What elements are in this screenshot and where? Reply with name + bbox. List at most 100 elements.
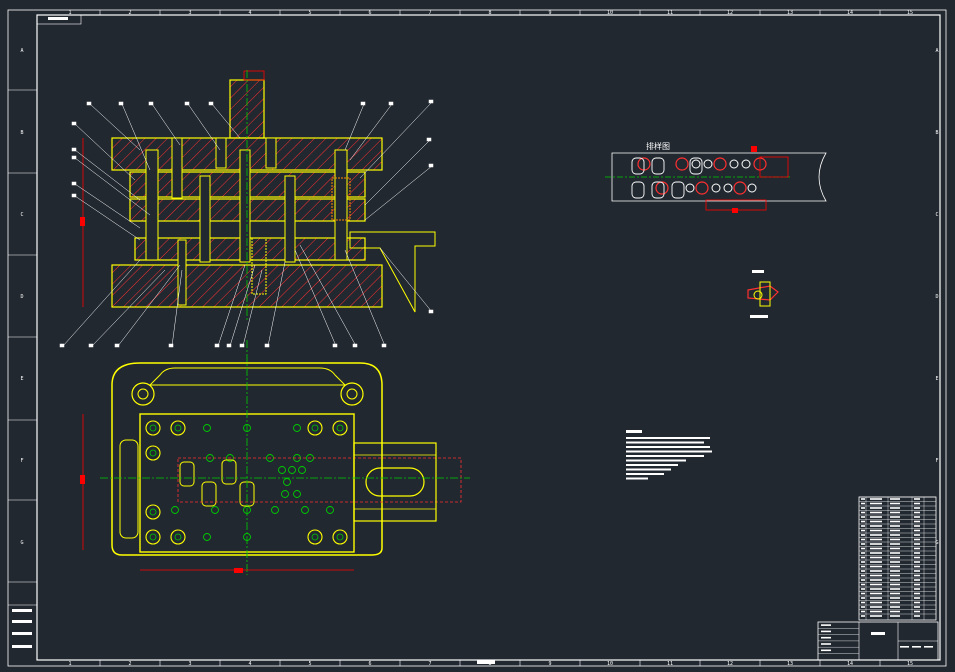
parts-list-cell (870, 570, 882, 572)
strip-pilot-hole (675, 157, 689, 171)
parts-list-cell (890, 525, 900, 527)
parts-list-cell (914, 579, 920, 581)
spring-center (251, 237, 267, 295)
plan-hole (332, 529, 348, 545)
plan-small-hole (298, 466, 306, 474)
strip-blank (631, 181, 645, 199)
plan-small-hole (288, 466, 296, 474)
guide-pillar-right (334, 149, 348, 261)
parts-list-cell (914, 615, 920, 617)
parts-list-cell (870, 534, 882, 536)
strip-pilot-hole (695, 181, 709, 195)
border-number: 7 (428, 661, 431, 667)
sheet-stamp (477, 660, 495, 664)
border-letter: G (935, 540, 938, 546)
plan-holes (145, 420, 348, 545)
strip-hole (691, 159, 701, 169)
plan-hole-center (149, 424, 157, 432)
border-letter: B (935, 130, 938, 136)
leader-tag (88, 343, 94, 348)
parts-list-cell (861, 507, 865, 509)
parts-list-cell (861, 547, 865, 550)
notes-line (626, 459, 686, 462)
parts-list-cell (890, 529, 900, 532)
border-letter: F (935, 458, 938, 464)
parts-list-cell (914, 507, 920, 509)
strip-layout-view[interactable]: 排样图 (605, 141, 827, 213)
parts-list-cell (890, 534, 900, 536)
leader-tag (71, 155, 77, 160)
parts-list-cell (890, 502, 900, 505)
parts-list-cell (861, 525, 865, 527)
plan-hole-center (174, 424, 182, 432)
plan-hole (170, 529, 186, 545)
leader-line (344, 249, 386, 347)
parts-list-cell (861, 556, 865, 559)
plan-hole-center (311, 424, 319, 432)
title-block[interactable] (817, 621, 939, 661)
notes-line (626, 441, 704, 444)
parts-list-cell (890, 561, 900, 563)
parts-list-cell (861, 601, 865, 604)
cavity-1 (179, 461, 195, 487)
parts-list-cell (914, 534, 920, 536)
parts-list-cell (870, 498, 882, 500)
border-number: 14 (847, 10, 853, 16)
parts-list-cell (870, 583, 882, 586)
leader-tag (59, 343, 65, 348)
parts-list-cell (914, 516, 920, 518)
parts-list-cell (861, 574, 865, 577)
leader-line (299, 244, 357, 347)
parts-list-cell (890, 583, 900, 586)
parts-list-cell (870, 525, 882, 527)
parts-list[interactable] (858, 496, 937, 621)
border-letter: F (20, 458, 23, 464)
plan-small-hole (203, 533, 211, 541)
parts-list-cell (870, 615, 882, 617)
border-number: 10 (607, 661, 613, 667)
parts-list-cell (870, 529, 882, 532)
title-block-text (924, 646, 933, 648)
die-plan-view[interactable] (80, 340, 470, 575)
parts-list-cell (890, 570, 900, 572)
strip-blank (689, 157, 703, 175)
border-number: 7 (428, 10, 431, 16)
parts-list-cell (861, 597, 865, 599)
parts-list-cell (890, 597, 900, 599)
plan-small-hole (203, 424, 211, 432)
parts-list-cell (870, 588, 882, 590)
drawing-frame (7, 9, 947, 667)
parts-list-cell (914, 592, 920, 595)
parts-list-cell (914, 597, 920, 599)
border-number: 4 (248, 10, 251, 16)
leader-tag (208, 101, 214, 106)
parts-list-cell (870, 592, 882, 595)
parts-list-cell (914, 498, 920, 500)
parts-list-cell (890, 552, 900, 554)
pitch-dimension-text (751, 146, 757, 152)
leader-tag (71, 193, 77, 198)
part-detail-view[interactable] (747, 270, 779, 318)
parts-list-cell (870, 538, 882, 541)
strip-outline (177, 457, 462, 503)
strip-hole (685, 183, 695, 193)
border-number: 13 (787, 661, 793, 667)
notes-line (626, 477, 648, 480)
border-number: 14 (847, 661, 853, 667)
leader-line (217, 264, 246, 347)
die-section-view[interactable] (59, 70, 436, 348)
parts-list-cell (870, 610, 882, 613)
parts-list-cell (914, 502, 920, 505)
parts-list-cell (861, 565, 865, 568)
plan-small-hole (278, 466, 286, 474)
part-label-bottom (750, 315, 768, 318)
cavity-2 (221, 459, 237, 485)
plan-small-hole (211, 506, 219, 514)
title-block-text (900, 646, 909, 648)
title-block-text (821, 630, 831, 633)
parts-list-cell (870, 502, 882, 505)
strip-hole (703, 159, 713, 169)
border-letter: B (20, 130, 23, 136)
plan-hole-center (336, 424, 344, 432)
